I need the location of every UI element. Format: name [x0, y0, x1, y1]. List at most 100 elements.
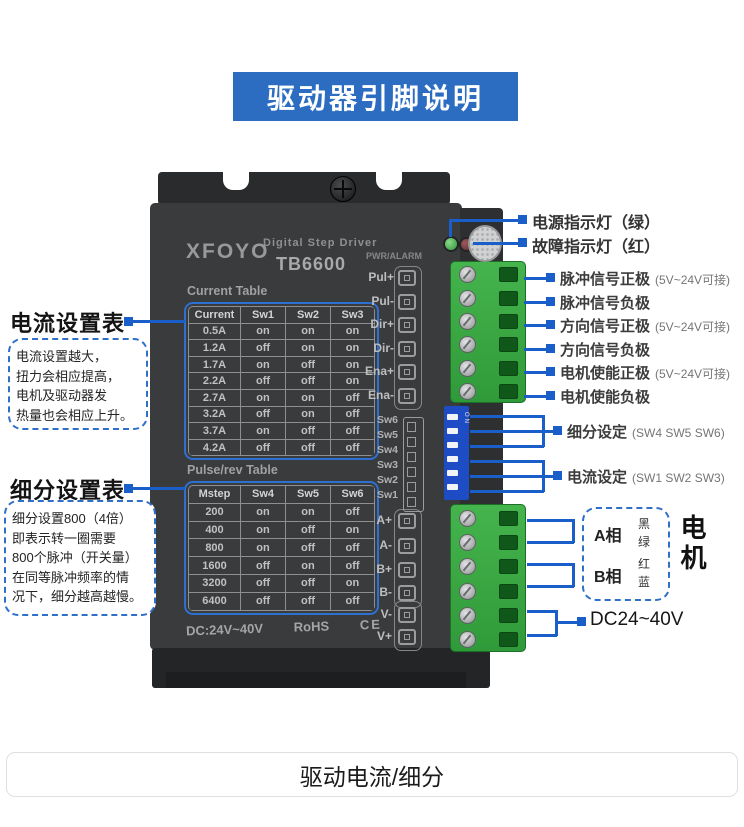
callout-bullet: [546, 297, 555, 306]
terminal-hole-icon: [499, 632, 518, 648]
table-cell: off: [286, 539, 331, 558]
footer-banner: 驱动电流/细分: [6, 752, 738, 797]
table-cell: 1600: [189, 557, 241, 575]
callout-line: [524, 301, 546, 304]
callout-line: [473, 242, 518, 245]
pin-label: Pul+: [368, 270, 394, 284]
dip-group-label: 电流设定(SW1 SW2 SW3): [567, 466, 725, 487]
table-cell: on: [286, 557, 331, 575]
pin-label: B+: [376, 562, 392, 576]
signal-label-note: (5V~24V可接): [655, 273, 731, 287]
callout-line: [449, 219, 518, 222]
pin-label: V-: [380, 607, 392, 621]
dc-rating-label: DC:24V~40V: [185, 620, 264, 639]
table-cell: 4.2A: [189, 439, 241, 457]
table-cell: on: [331, 373, 375, 390]
terminal-icon: [398, 317, 416, 333]
pin-label: Ena-: [367, 388, 394, 402]
callout-line: [524, 348, 546, 351]
callout-line: [527, 634, 557, 637]
callout-line: [542, 460, 545, 492]
phase-a-color-2: 绿: [638, 535, 651, 549]
signal-pin-outline: [394, 266, 422, 410]
signal-label-main: 电机使能正极: [560, 365, 651, 382]
table-header-cell: Sw4: [241, 486, 286, 504]
footer-title: 驱动电流/细分: [299, 763, 445, 790]
signal-label-note: (5V~24V可接): [655, 320, 731, 334]
table-cell: off: [286, 574, 331, 593]
callout-line: [527, 585, 574, 588]
table-cell: on: [286, 323, 331, 341]
power-led-green: [443, 236, 459, 252]
callout-line: [572, 563, 575, 587]
dip-group-label-note: (SW1 SW2 SW3): [632, 471, 725, 485]
product-name: Digital Step Driver: [263, 237, 378, 249]
table-cell: 3.7A: [189, 423, 241, 440]
table-cell: off: [286, 423, 331, 440]
signal-label: 方向信号负极: [560, 339, 650, 360]
power-pin-outline: [394, 601, 422, 651]
terminal-block: [450, 504, 526, 652]
pin-label: Ena+: [364, 364, 394, 378]
phase-b-color-1: 红: [638, 557, 651, 571]
callout-bullet: [546, 320, 555, 329]
signal-label-main: 脉冲信号负极: [560, 295, 651, 312]
table-header-cell: Mstep: [189, 486, 241, 504]
dip-group-label-note: (SW4 SW5 SW6): [632, 426, 725, 440]
terminal-hole-icon: [499, 267, 518, 283]
terminal-hole-icon: [499, 583, 518, 599]
table-cell: on: [241, 539, 286, 558]
callout-bullet: [546, 273, 555, 282]
note-line: 即表示转一圈需要: [12, 530, 117, 546]
terminal-hole-icon: [499, 510, 518, 526]
signal-label: 脉冲信号正极(5V~24V可接): [560, 268, 730, 289]
table-cell: off: [331, 592, 375, 611]
callout-line: [542, 415, 545, 447]
signal-label: 电机使能负极: [560, 386, 650, 407]
table-cell: on: [331, 574, 375, 593]
table-cell: on: [241, 503, 286, 522]
table-cell: off: [331, 406, 375, 424]
alarm-led-label: 故障指示灯（红）: [532, 239, 661, 256]
pin-label: V+: [376, 629, 392, 643]
current-section-heading: 电流设置表: [10, 311, 126, 336]
terminal-block: [450, 261, 526, 403]
terminal-screw-icon: [459, 582, 476, 600]
model-number: TB6600: [276, 254, 347, 274]
table-cell: 800: [189, 539, 241, 558]
power-led-label: 电源指示灯（绿）: [532, 215, 661, 232]
callout-bullet: [546, 367, 555, 376]
dip-group-label-main: 细分设定: [567, 424, 628, 441]
callout-bullet: [553, 471, 562, 480]
table-cell: on: [286, 340, 331, 357]
table-cell: 2.7A: [189, 389, 241, 407]
note-line: 电流设置越大，: [16, 349, 108, 364]
dip-switch-icon: [403, 417, 424, 512]
current-note-text: 电流设置越大，扭力会相应提高，电机及驱动器发热量也会相应上升。: [10, 340, 146, 432]
rohs-label: RoHS: [293, 618, 330, 635]
table-cell: off: [331, 557, 375, 575]
dip-channel-label: Sw1: [376, 489, 398, 501]
callout-line: [133, 487, 185, 490]
terminal-screw-icon: [459, 312, 476, 330]
callout-bullet: [577, 617, 586, 626]
signal-label-main: 方向信号正极: [560, 318, 651, 335]
callout-bullet: [546, 391, 555, 400]
callout-bullet: [518, 238, 527, 247]
callout-line: [470, 445, 544, 448]
callout-line: [470, 460, 544, 463]
terminal-icon: [398, 294, 416, 310]
phase-b-color-2: 蓝: [638, 575, 651, 589]
terminal-hole-icon: [499, 608, 518, 623]
pulse-table-title: Pulse/rev Table: [187, 463, 278, 477]
phase-a-label: A相: [594, 528, 622, 545]
signal-label: 电机使能正极(5V~24V可接): [560, 362, 730, 383]
callout-line: [544, 430, 553, 433]
note-line: 在同等脉冲频率的情: [12, 569, 130, 585]
table-cell: off: [286, 373, 331, 390]
table-cell: on: [331, 323, 375, 341]
terminal-screw-icon: [459, 509, 476, 527]
